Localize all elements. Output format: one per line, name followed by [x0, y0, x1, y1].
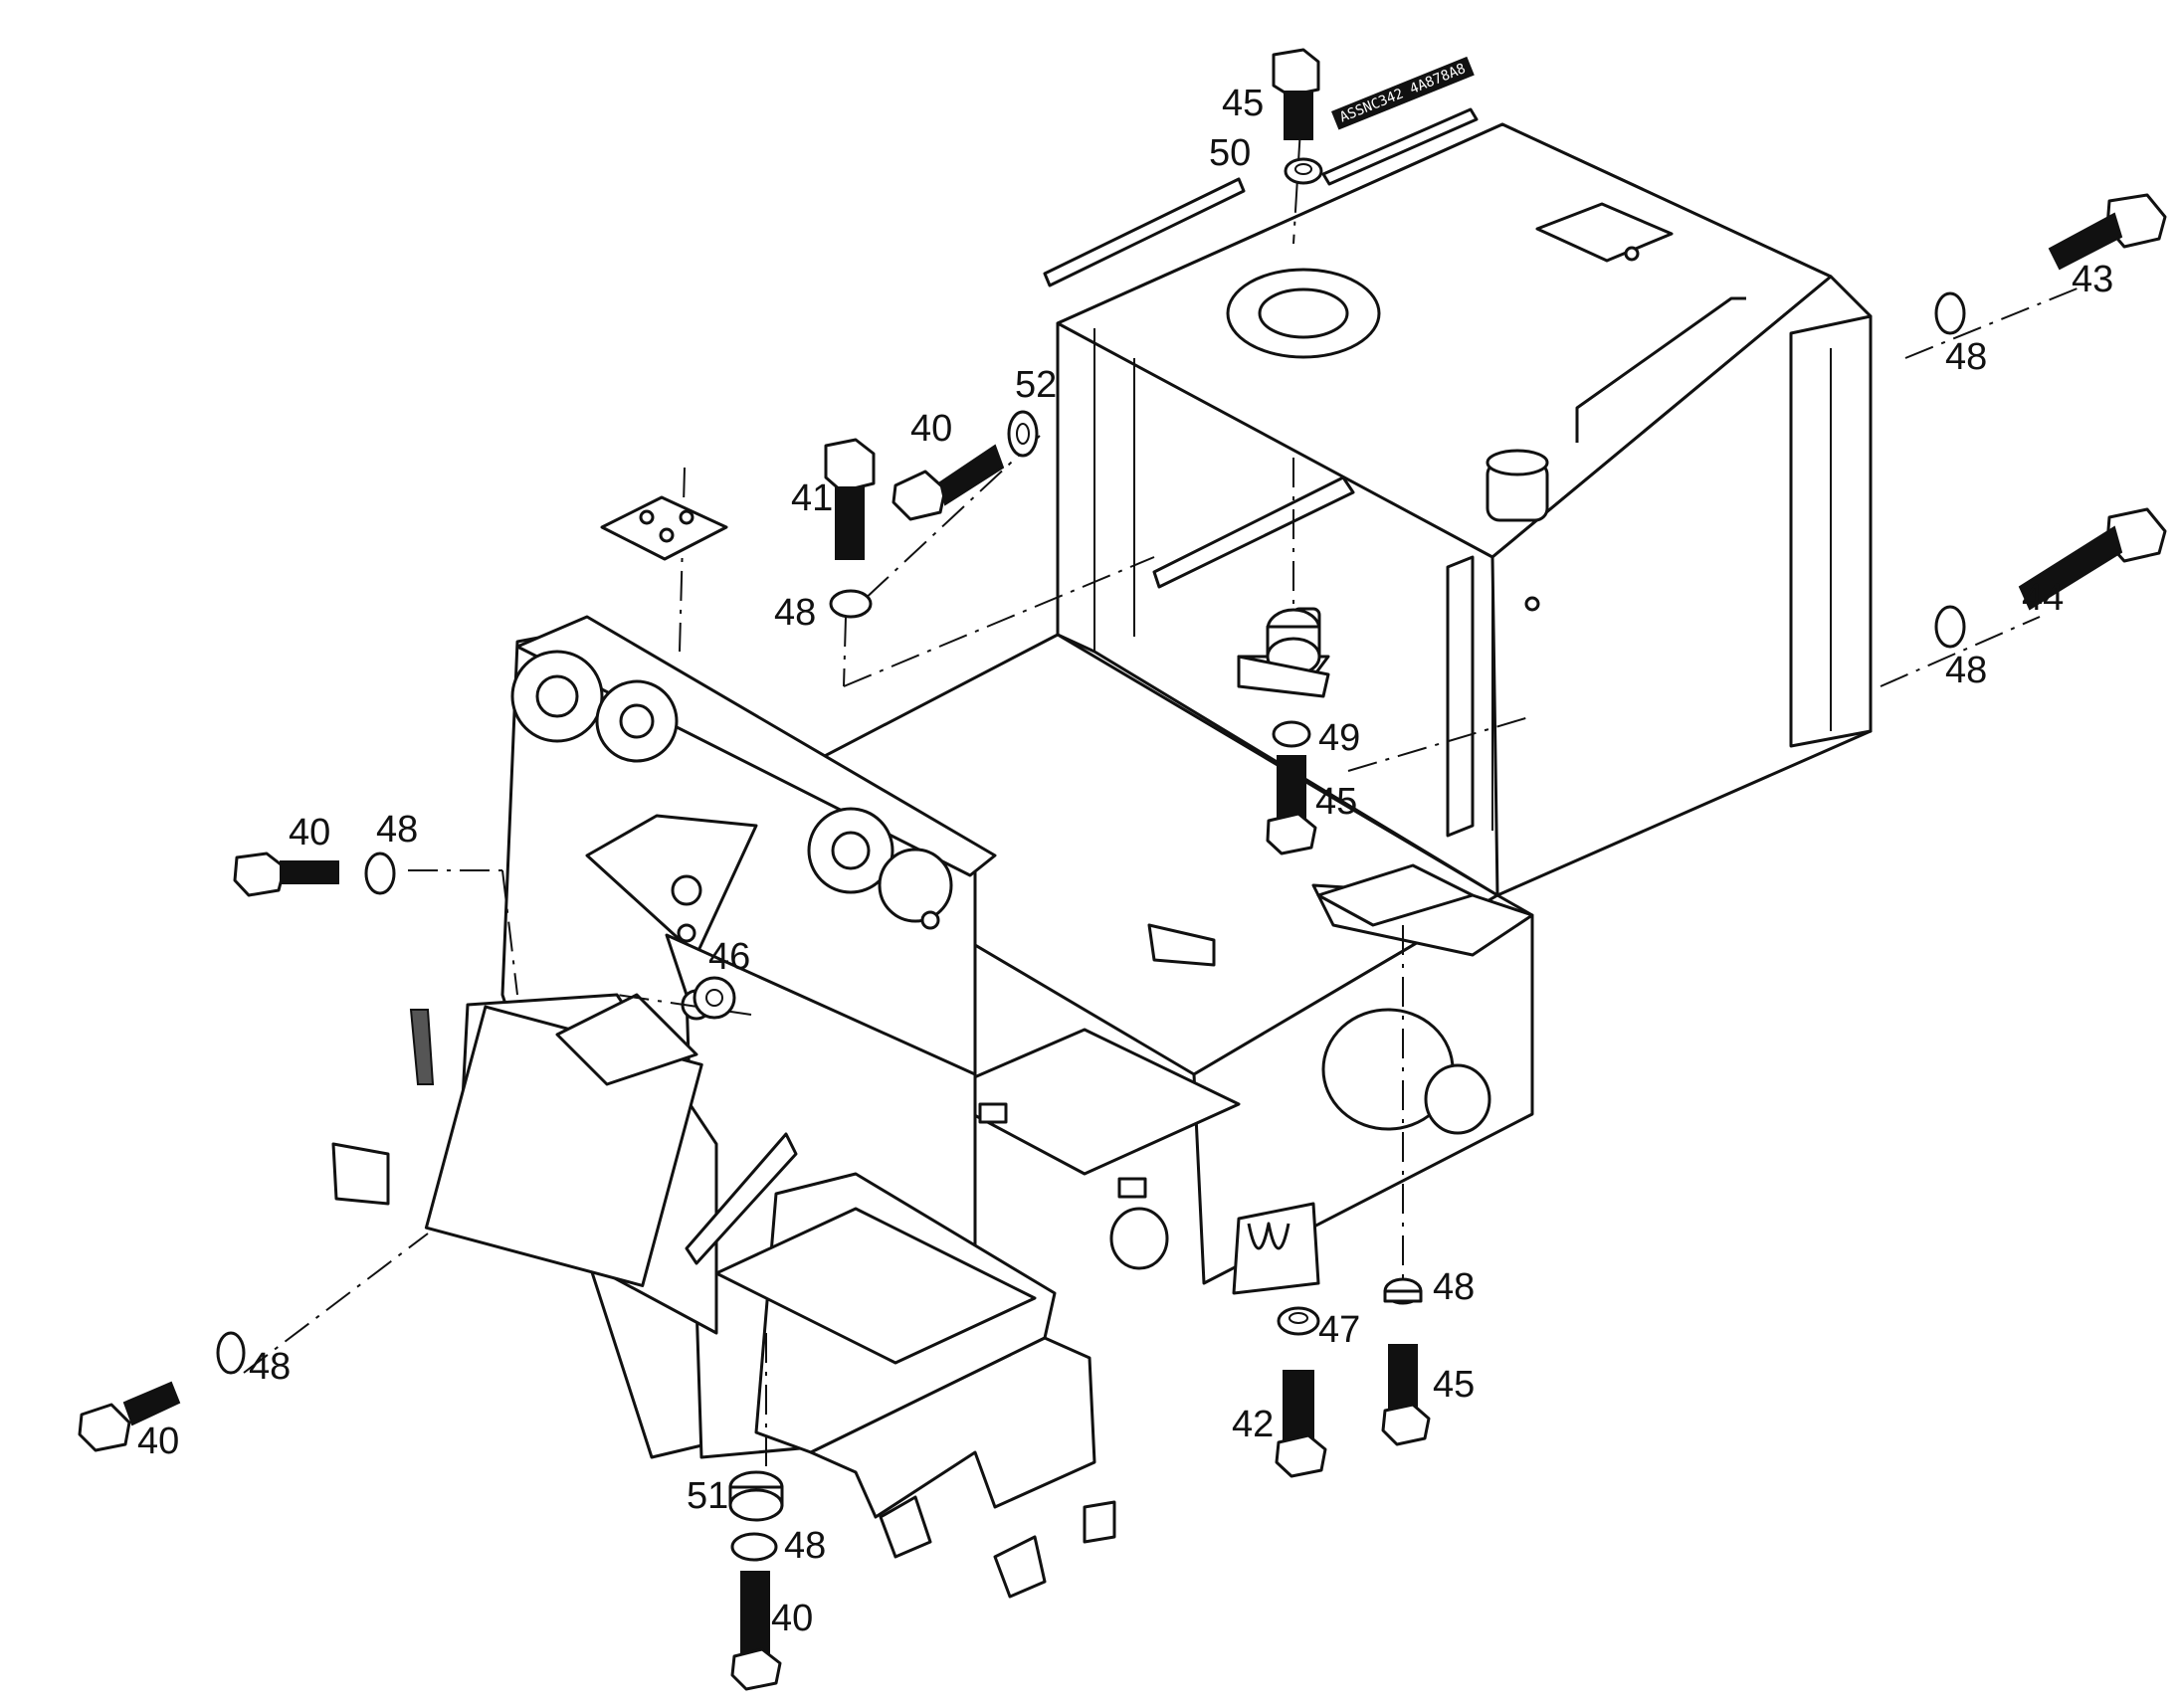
callout-52: 52	[1015, 364, 1058, 406]
washer-48-right	[1383, 1277, 1423, 1305]
bolt-45-mid	[1266, 755, 1317, 855]
nut-46	[693, 976, 736, 1020]
callout-49: 49	[1318, 717, 1361, 759]
callout-46: 46	[708, 936, 751, 978]
callout-41: 41	[791, 477, 834, 519]
callout-40-top: 40	[910, 408, 953, 450]
washer-48-right-top	[1934, 291, 1966, 335]
callout-48-left: 48	[376, 809, 419, 851]
washer-48-right-bottom	[1934, 605, 1966, 649]
washer-48-left	[364, 852, 396, 895]
spacer-51	[728, 1470, 784, 1522]
washer-48-bottom	[730, 1532, 778, 1562]
lower-frame	[555, 633, 1534, 1295]
callout-44: 44	[2022, 577, 2065, 619]
bolt-40-low	[78, 1381, 181, 1452]
washer-49	[1272, 720, 1311, 748]
callout-48-right-top: 48	[1945, 336, 1988, 378]
callout-43: 43	[2072, 259, 2114, 300]
callout-48-right: 48	[1433, 1266, 1476, 1308]
bolt-42	[1275, 1370, 1327, 1478]
bolt-40-bottom	[730, 1571, 782, 1691]
callout-45-right: 45	[1433, 1364, 1476, 1406]
fasteners	[78, 48, 2167, 1691]
callout-48-low: 48	[249, 1346, 292, 1388]
callout-40-low: 40	[137, 1421, 180, 1462]
callout-48-bottom: 48	[784, 1525, 827, 1567]
washer-52	[1007, 410, 1039, 458]
callout-47: 47	[1318, 1309, 1361, 1351]
callout-40-bottom: 40	[771, 1598, 814, 1639]
small-plate	[600, 495, 728, 561]
bolt-40-left	[233, 852, 339, 897]
callout-42: 42	[1232, 1404, 1275, 1445]
washer-47	[1277, 1306, 1320, 1336]
bolt-41	[824, 438, 876, 560]
nut-insert	[1266, 608, 1321, 676]
bolt-40-top	[892, 444, 1005, 521]
washer-50	[1284, 157, 1323, 185]
callout-40-left: 40	[289, 812, 331, 854]
callout-51: 51	[687, 1475, 729, 1517]
washer-48-under-41	[829, 589, 873, 619]
washer-48-low	[216, 1331, 246, 1375]
bottom-bracket	[714, 1172, 1116, 1599]
bolt-45-top	[1272, 48, 1320, 140]
callout-45-mid: 45	[1315, 781, 1358, 823]
callout-48-right-bottom: 48	[1945, 650, 1988, 691]
callout-48-under-41: 48	[774, 592, 817, 634]
upper-frame	[1043, 107, 1873, 897]
callout-50: 50	[1209, 132, 1252, 174]
callout-45-top: 45	[1222, 83, 1265, 124]
bolt-44	[2018, 507, 2167, 611]
bolt-45-right	[1381, 1344, 1431, 1446]
spacer-clip	[1237, 655, 1330, 698]
bolt-43	[2048, 193, 2167, 271]
